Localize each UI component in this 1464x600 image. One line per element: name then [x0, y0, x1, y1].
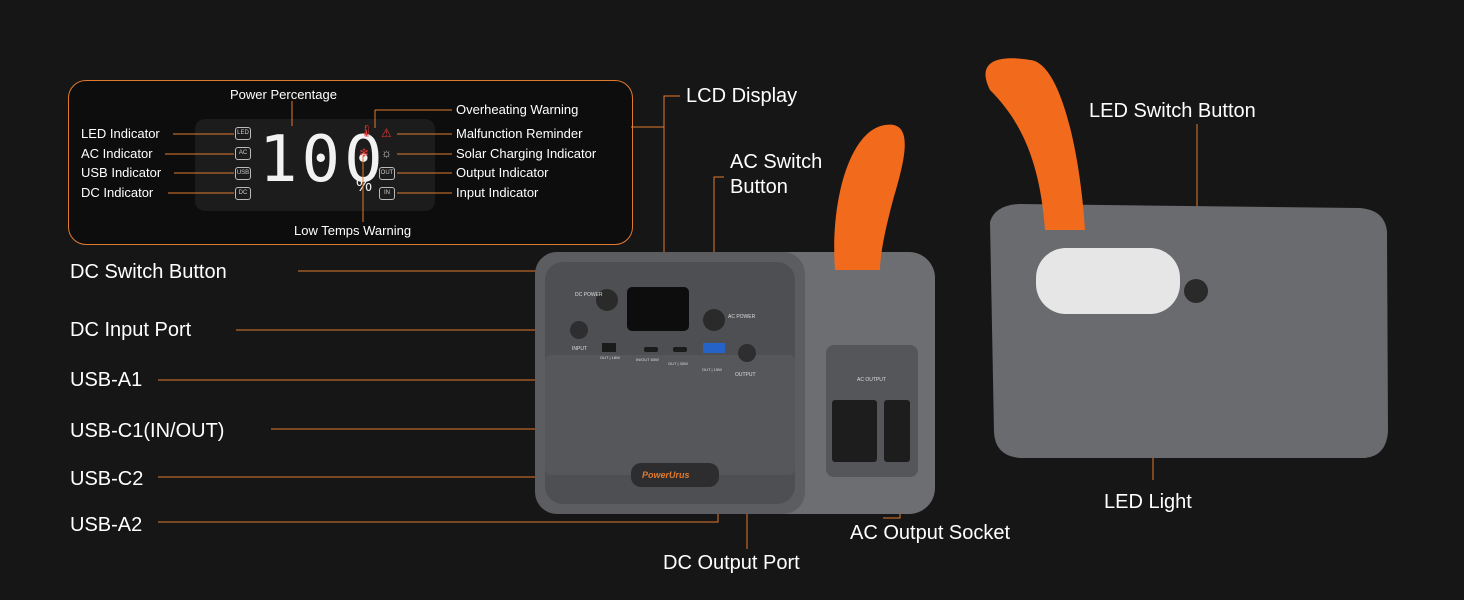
solar-charging-indicator-label: Solar Charging Indicator — [456, 146, 597, 161]
usb-a2-callout: USB-A2 — [70, 514, 143, 536]
lcd-digits: 100 — [259, 123, 387, 197]
ac-power-label: AC POWER — [728, 314, 756, 320]
warning-icon: ⚠ — [381, 126, 392, 140]
usb-indicator-label: USB Indicator — [81, 165, 162, 180]
low-temps-warning-label: Low Temps Warning — [294, 223, 412, 238]
dc-power-label: DC POWER — [575, 292, 603, 298]
usb-indicator-icon: USB — [235, 167, 251, 180]
dc-indicator-icon: DC — [235, 187, 251, 200]
dc-switch-callout: DC Switch Button — [70, 261, 227, 283]
lcd-legend-panel: 100 % LED AC USB DC OUT IN 🌡 ❄ ⚠ ☼ — [68, 80, 633, 245]
solar-icon: ☼ — [381, 146, 392, 160]
lcd-display-callout: LCD Display — [686, 85, 798, 107]
ac-switch-callout-line2: Button — [730, 176, 788, 198]
usb-a1-port-label: OUT | 18W — [600, 355, 620, 360]
led-switch-callout: LED Switch Button — [1089, 100, 1256, 122]
output-indicator-label: Output Indicator — [456, 165, 549, 180]
ac-indicator-icon: AC — [235, 147, 251, 160]
brand-logo: PowerUrus — [642, 470, 690, 480]
dc-output-callout: DC Output Port — [663, 552, 800, 574]
power-station-back — [985, 58, 1388, 458]
snowflake-icon: ❄ — [359, 146, 370, 160]
led-indicator-icon: LED — [235, 127, 251, 140]
lcd-percent-sign: % — [356, 175, 373, 195]
power-percentage-label: Power Percentage — [230, 87, 337, 102]
malfunction-reminder-label: Malfunction Reminder — [456, 126, 583, 141]
output-indicator-icon: OUT — [379, 167, 395, 180]
usb-a1-callout: USB-A1 — [70, 369, 143, 391]
power-station-front — [535, 124, 935, 514]
overheating-warning-label: Overheating Warning — [456, 102, 579, 117]
led-indicator-label: LED Indicator — [81, 126, 160, 141]
led-light-callout: LED Light — [1104, 491, 1192, 513]
input-port-label: INPUT — [572, 346, 587, 352]
usb-c2-callout: USB-C2 — [70, 468, 144, 490]
ac-switch-callout-line1: AC Switch — [730, 151, 823, 173]
ac-output-socket-callout: AC Output Socket — [850, 522, 1011, 544]
ac-indicator-label: AC Indicator — [81, 146, 153, 161]
thermometer-icon: 🌡 — [359, 124, 375, 138]
output-port-label: OUTPUT — [735, 372, 756, 378]
input-indicator-icon: IN — [379, 187, 395, 200]
usb-c1-port-label: IN/OUT 60W — [636, 357, 659, 362]
input-indicator-label: Input Indicator — [456, 185, 539, 200]
usb-c2-port-label: OUT | 30W — [668, 361, 688, 366]
dc-indicator-label: DC Indicator — [81, 185, 154, 200]
usb-c1-callout: USB-C1(IN/OUT) — [70, 420, 225, 442]
dc-input-callout: DC Input Port — [70, 319, 192, 341]
ac-output-label: AC OUTPUT — [857, 377, 886, 383]
usb-a2-port-label: OUT | 15W — [702, 367, 722, 372]
